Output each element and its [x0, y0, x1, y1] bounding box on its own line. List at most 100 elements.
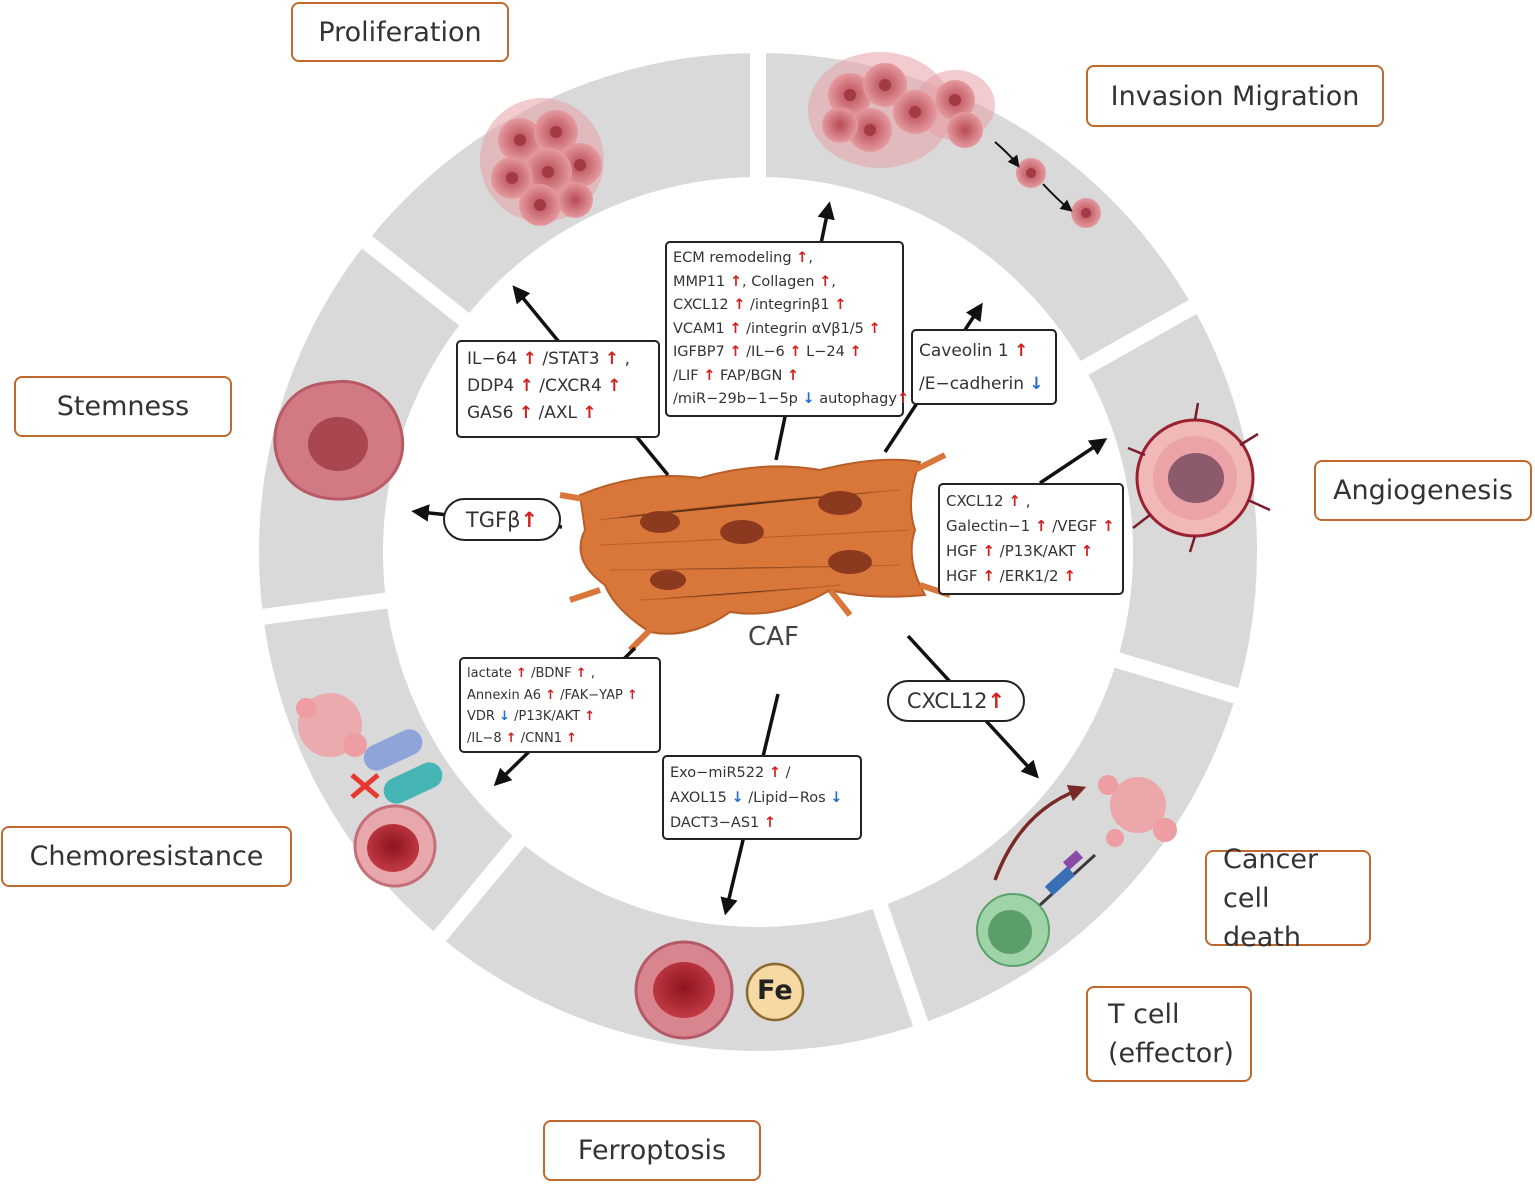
mechanism-text: /IL−8 [467, 730, 506, 746]
up-arrow-icon: ↑ [1008, 492, 1021, 510]
mechanism-text: /integrinβ1 [745, 297, 835, 313]
mechanism-text: , [831, 273, 836, 290]
up-arrow-icon: ↑ [729, 273, 742, 290]
up-arrow-icon: ↑ [982, 542, 995, 560]
box-angiogenesis-mechanisms: CXCL12 ↑ ,Galectin−1 ↑ /VEGF ↑HGF ↑ /P13… [938, 483, 1124, 595]
outcome-t-cell: T cell (effector) [1086, 986, 1252, 1082]
mechanism-line: Caveolin 1 ↑ [919, 335, 1049, 368]
mechanism-text: VCAM1 [673, 320, 730, 337]
outcome-ferroptosis: Ferroptosis [543, 1120, 761, 1181]
cxcl12-pill: CXCL12↑ [887, 680, 1025, 722]
mechanism-line: CXCL12 ↑ /integrinβ1 ↑ [673, 294, 896, 318]
down-arrow-icon: ↓ [499, 709, 510, 724]
mechanism-text: /STAT3 [537, 349, 605, 369]
mechanism-text: /CNN1 [516, 730, 567, 746]
mechanism-text: , [1020, 492, 1031, 510]
up-arrow-icon: ↑ [768, 765, 781, 781]
mechanism-line: IGFBP7 ↑ /IL−6 ↑ L−24 ↑ [673, 341, 896, 365]
mechanism-text: /ERK1/2 [994, 567, 1064, 585]
up-arrow-icon: ↑ [518, 403, 534, 423]
mechanism-text: /AXL [533, 403, 583, 423]
up-arrow-icon: ↑ [786, 367, 800, 384]
box-ferroptosis-mechanisms: Exo−miR522 ↑ /AXOL15 ↓ /Lipid−Ros ↓ DACT3… [662, 755, 862, 840]
mechanism-line: VDR ↓ /P13K/AKT ↑ [467, 706, 653, 728]
tgfb-pill: TGFβ↑ [443, 498, 561, 541]
up-arrow-icon: ↑ [819, 273, 832, 290]
up-arrow-icon: ↑ [604, 349, 620, 369]
down-arrow-icon: ↓ [731, 790, 744, 806]
up-arrow-icon: ↑ [575, 666, 587, 681]
outcome-proliferation: Proliferation [291, 2, 509, 62]
mechanism-text: , [586, 666, 595, 681]
mechanism-line: CXCL12 ↑ , [946, 489, 1116, 514]
up-arrow-icon: ↑ [1014, 341, 1029, 361]
iron-label: Fe [757, 975, 793, 1006]
mechanism-text: DACT3−AS1 [670, 815, 764, 831]
up-arrow-icon: ↑ [505, 730, 517, 746]
up-arrow-icon: ↑ [733, 297, 746, 313]
up-arrow-icon: ↑ [626, 687, 638, 703]
stemness-cell-illustration [273, 379, 405, 501]
up-arrow-icon: ↑ [1102, 517, 1115, 535]
mechanism-text: L−24 [801, 344, 850, 360]
up-arrow-icon: ↑ [1034, 517, 1048, 535]
mechanism-line: Galectin−1 ↑ /VEGF ↑ [946, 514, 1116, 539]
chemoresistance-illustration [296, 693, 443, 888]
up-arrow-icon: ↑ [789, 344, 802, 360]
mechanism-line: AXOL15 ↓ /Lipid−Ros ↓ [670, 786, 854, 811]
mechanism-text: Annexin A6 [467, 687, 546, 703]
mechanism-text: , [808, 250, 813, 266]
up-arrow-icon: ↑ [763, 815, 777, 831]
mechanism-line: /miR−29b−1−5p ↓ autophagy↑ [673, 388, 909, 412]
mechanism-text: ECM remodeling [673, 250, 797, 266]
mechanism-text: Caveolin 1 [919, 341, 1015, 361]
up-arrow-icon: ↑ [703, 367, 716, 384]
mechanism-text: autophagy [814, 391, 897, 407]
mechanism-text: /E−cadherin [919, 374, 1030, 394]
up-arrow-icon: ↑ [519, 376, 534, 396]
mechanism-line: ECM remodeling ↑, [673, 247, 896, 271]
mechanism-line: lactate ↑ /BDNF ↑ , [467, 663, 653, 685]
mechanism-text: /VEGF [1047, 517, 1103, 535]
up-arrow-icon: ↑ [849, 344, 862, 360]
up-arrow-icon: ↑ [582, 403, 597, 423]
down-arrow-icon: ↓ [802, 391, 815, 407]
outcome-cancer-cell-death: Cancer cell death [1205, 844, 1371, 953]
up-arrow-icon: ↑ [868, 320, 881, 337]
mechanism-text: /BDNF [526, 666, 576, 681]
mechanism-text: /P13K/AKT [994, 542, 1081, 560]
mechanism-text: /CXCR4 [533, 376, 608, 396]
mechanism-text: , Collagen [741, 273, 820, 290]
down-arrow-icon: ↓ [1029, 374, 1044, 394]
ferroptosis-cell-illustration [634, 940, 805, 1040]
proliferation-tumor-illustration [480, 98, 604, 226]
up-arrow-icon: ↑ [834, 297, 847, 313]
mechanism-text: /P13K/AKT [509, 709, 585, 724]
mechanism-text: IL−64 [467, 349, 523, 369]
up-arrow-icon: ↑ [522, 349, 538, 369]
mechanism-text: FAP/BGN [715, 367, 787, 384]
mechanism-line: /IL−8 ↑ /CNN1 ↑ [467, 728, 653, 750]
t-cell-illustration [976, 775, 1177, 967]
mechanism-line: Exo−miR522 ↑ / [670, 761, 854, 786]
mechanism-text: CXCL12 [946, 492, 1009, 510]
up-arrow-icon: ↑ [982, 567, 995, 585]
up-arrow-icon: ↑ [520, 507, 539, 532]
mechanism-text: VDR [467, 709, 500, 724]
mechanism-line: DDP4 ↑ /CXCR4 ↑ [467, 373, 652, 400]
mechanism-text: / [781, 765, 791, 781]
mechanism-text: /LIF [673, 367, 704, 384]
mechanism-line: VCAM1 ↑ /integrin αVβ1/5 ↑ [673, 318, 896, 342]
mechanism-line: Annexin A6 ↑ /FAK−YAP ↑ [467, 685, 653, 707]
up-arrow-icon: ↑ [566, 730, 578, 746]
up-arrow-icon: ↑ [516, 666, 527, 681]
up-arrow-icon: ↑ [545, 687, 557, 703]
up-arrow-icon: ↑ [796, 250, 809, 266]
mechanism-text: CXCL12 [673, 297, 734, 313]
mechanism-text: HGF [946, 542, 983, 560]
mechanism-text: AXOL15 [670, 790, 732, 806]
up-arrow-icon: ↑ [729, 344, 742, 360]
mechanism-text: , [619, 349, 630, 369]
outcome-angiogenesis: Angiogenesis [1314, 460, 1532, 521]
mechanism-text: HGF [946, 567, 983, 585]
